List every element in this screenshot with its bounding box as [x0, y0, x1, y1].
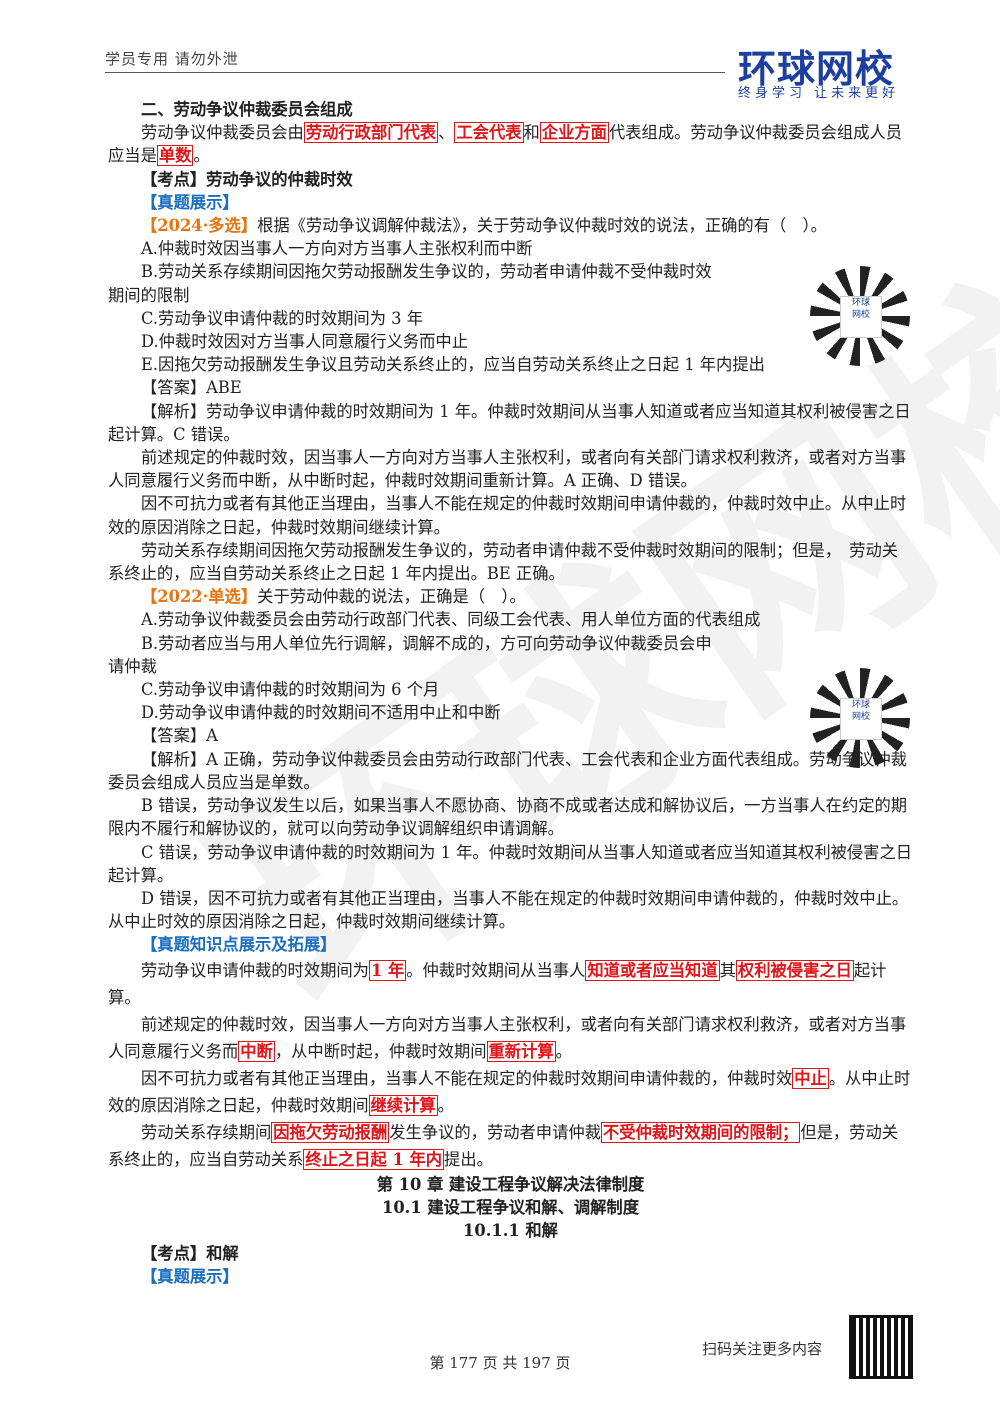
answer: 【答案】ABE [141, 378, 242, 398]
highlight: 劳动行政部门代表 [303, 122, 439, 144]
kaodian-heading: 【考点】劳动争议的仲裁时效 [141, 169, 353, 189]
option: C.劳动争议申请仲裁的时效期间为 6 个月 [141, 680, 440, 700]
question-stem: 【2024·多选】根据《劳动争议调解仲裁法》，关于劳动争议仲裁时效的说法，正确的… [141, 216, 827, 236]
miniprogram-qr-code-1: 环球 网校 [810, 266, 910, 366]
option-cont: 请仲裁 [108, 656, 157, 676]
question-tag: 【2022·单选】 [141, 587, 258, 607]
highlight: 工会代表 [454, 122, 524, 144]
highlight: 继续计算 [368, 1094, 438, 1116]
expand-paragraph: 因不可抗力或者有其他正当理由，当事人不能在规定的仲裁时效期间申请仲裁的，仲裁时效… [108, 1067, 911, 1116]
qr-logo: 环球 网校 [840, 296, 882, 338]
header-notice: 学员专用 请勿外泄 [105, 50, 239, 68]
answer: 【答案】A [141, 726, 218, 746]
option: A.仲裁时效因当事人一方向对方当事人主张权利而中断 [141, 239, 533, 259]
highlight: 企业方面 [539, 122, 609, 144]
zhenti-label: 【真题展示】 [141, 1267, 239, 1287]
highlight: 终止之日起 1 年内 [303, 1148, 445, 1170]
highlight: 单数 [156, 145, 194, 167]
chapter-subsubtitle: 10.1.1 和解 [463, 1220, 558, 1240]
option: D.劳动争议申请仲裁的时效期间不适用中止和中断 [141, 703, 501, 723]
kaodian-heading: 【考点】和解 [141, 1244, 239, 1264]
explanation: 【解析】A 正确，劳动争议仲裁委员会由劳动行政部门代表、工会代表和企业方面代表组… [108, 749, 907, 792]
option: D.仲裁时效因对方当事人同意履行义务而中止 [141, 332, 468, 352]
option-cont: 期间的限制 [108, 285, 190, 305]
highlight: 知道或者应当知道 [585, 959, 720, 981]
page-number: 第 177 页 共 197 页 [429, 1354, 571, 1372]
section-heading: 二、劳动争议仲裁委员会组成 [141, 100, 353, 119]
highlight: 权利被侵害之日 [735, 959, 854, 981]
expand-paragraph: 劳动关系存续期间因拖欠劳动报酬发生争议的，劳动者申请仲裁不受仲裁时效期间的限制；… [108, 1121, 899, 1170]
brand-slogan: 终身学习 让未来更好 [738, 86, 900, 101]
option: B.劳动者应当与用人单位先行调解，调解不成的，方可向劳动争议仲裁委员会申 [141, 633, 712, 653]
expand-paragraph: 前述规定的仲裁时效，因当事人一方向对方当事人主张权利，或者向有关部门请求权利救济… [108, 1014, 907, 1062]
highlight: 1 年 [368, 959, 407, 981]
highlight: 中断 [238, 1040, 275, 1062]
header-divider [105, 72, 725, 73]
explanation: D 错误，因不可抗力或者有其他正当理由，当事人不能在规定的仲裁时效期间申请仲裁的… [108, 888, 909, 932]
footer-qr-code [849, 1315, 913, 1379]
highlight: 不受仲裁时效期间的限制； [600, 1121, 801, 1143]
explanation: 【解析】劳动争议申请仲裁的时效期间为 1 年。仲裁时效期间从当事人知道或者应当知… [108, 401, 911, 444]
page-content: 二、劳动争议仲裁委员会组成 劳动争议仲裁委员会由劳动行政部门代表、工会代表和企业… [108, 98, 913, 1289]
chapter-subtitle: 10.1 建设工程争议和解、调解制度 [382, 1197, 639, 1217]
miniprogram-qr-code-2: 环球 网校 [810, 668, 910, 768]
qr-logo: 环球 网校 [840, 698, 882, 740]
option: E.因拖欠劳动报酬发生争议且劳动关系终止的，应当自劳动关系终止之日起 1 年内提… [141, 355, 765, 375]
explanation: 劳动关系存续期间因拖欠劳动报酬发生争议的，劳动者申请仲裁不受仲裁时效期间的限制；… [108, 540, 899, 584]
expand-title: 【真题知识点展示及拓展】 [141, 935, 337, 955]
highlight: 因拖欠劳动报酬 [271, 1121, 390, 1143]
brand-logo: 环球网校 [738, 47, 895, 91]
explanation: 前述规定的仲裁时效，因当事人一方向对方当事人主张权利，或者向有关部门请求权利救济… [108, 448, 907, 491]
chapter-title: 第 10 章 建设工程争议解决法律制度 [376, 1174, 645, 1194]
zhenti-label: 【真题展示】 [141, 192, 239, 212]
highlight: 重新计算 [486, 1040, 556, 1062]
explanation: 因不可抗力或者有其他正当理由，当事人不能在规定的仲裁时效期间申请仲裁的，仲裁时效… [108, 494, 907, 537]
question-tag: 【2024·多选】 [141, 216, 258, 236]
option: C.劳动争议申请仲裁的时效期间为 3 年 [141, 308, 423, 328]
explanation: C 错误，劳动争议申请仲裁的时效期间为 1 年。仲裁时效期间从当事人知道或者应当… [108, 842, 913, 885]
option: B.劳动关系存续期间因拖欠劳动报酬发生争议的，劳动者申请仲裁不受仲裁时效 [141, 262, 712, 282]
question-stem: 【2022·单选】关于劳动仲裁的说法，正确是（ ）。 [141, 587, 526, 607]
paragraph: 劳动争议仲裁委员会由劳动行政部门代表、工会代表和企业方面代表组成。劳动争议仲裁委… [108, 122, 903, 167]
footer-qr-caption: 扫码关注更多内容 [702, 1340, 823, 1358]
option: A.劳动争议仲裁委员会由劳动行政部门代表、同级工会代表、用人单位方面的代表组成 [141, 610, 761, 630]
highlight: 中止 [792, 1067, 829, 1089]
explanation: B 错误，劳动争议发生以后，如果当事人不愿协商、协商不成或者达成和解协议后，一方… [108, 796, 908, 839]
